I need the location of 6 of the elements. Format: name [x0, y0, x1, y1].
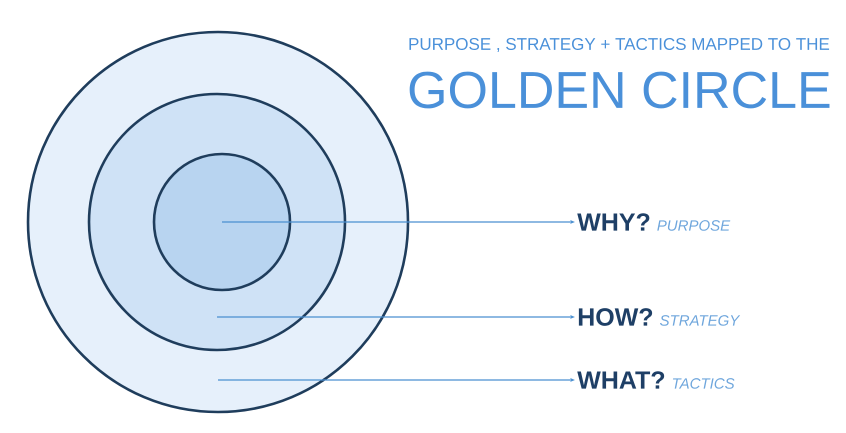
callout-label: HOW? STRATEGY: [578, 308, 740, 326]
callout-label: WHY? PURPOSE: [577, 213, 730, 231]
title: GOLDEN CIRCLE: [410, 72, 830, 108]
circle: [152, 152, 292, 292]
subtitle: PURPOSE , STRATEGY + TACTICS MAPPED TO THE: [409, 38, 830, 52]
callout-label: WHAT? TACTICS: [577, 371, 734, 389]
